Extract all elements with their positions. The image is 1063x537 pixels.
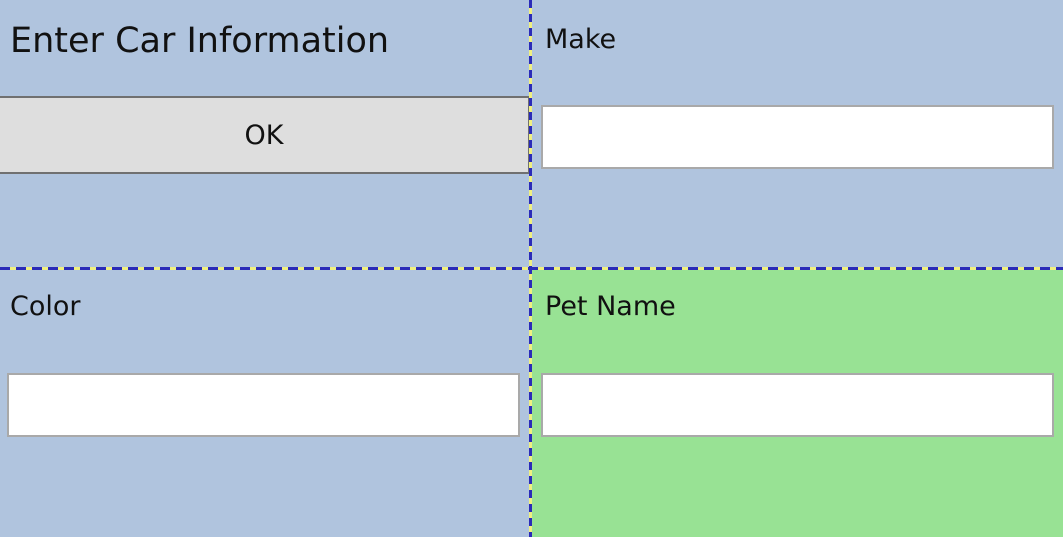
make-label: Make: [545, 24, 617, 55]
title-cell: Enter Car Information OK: [0, 0, 530, 269]
ok-button[interactable]: OK: [0, 96, 530, 174]
pet-name-cell: Pet Name: [530, 269, 1063, 537]
pet-name-input[interactable]: [541, 373, 1054, 437]
color-input[interactable]: [7, 373, 520, 437]
pet-name-label: Pet Name: [545, 291, 676, 322]
form-title: Enter Car Information: [10, 21, 390, 61]
grid-line-horizontal: [0, 267, 1063, 270]
color-cell: Color: [0, 269, 530, 537]
make-input[interactable]: [541, 105, 1054, 169]
make-cell: Make: [530, 0, 1063, 269]
color-label: Color: [10, 291, 81, 322]
